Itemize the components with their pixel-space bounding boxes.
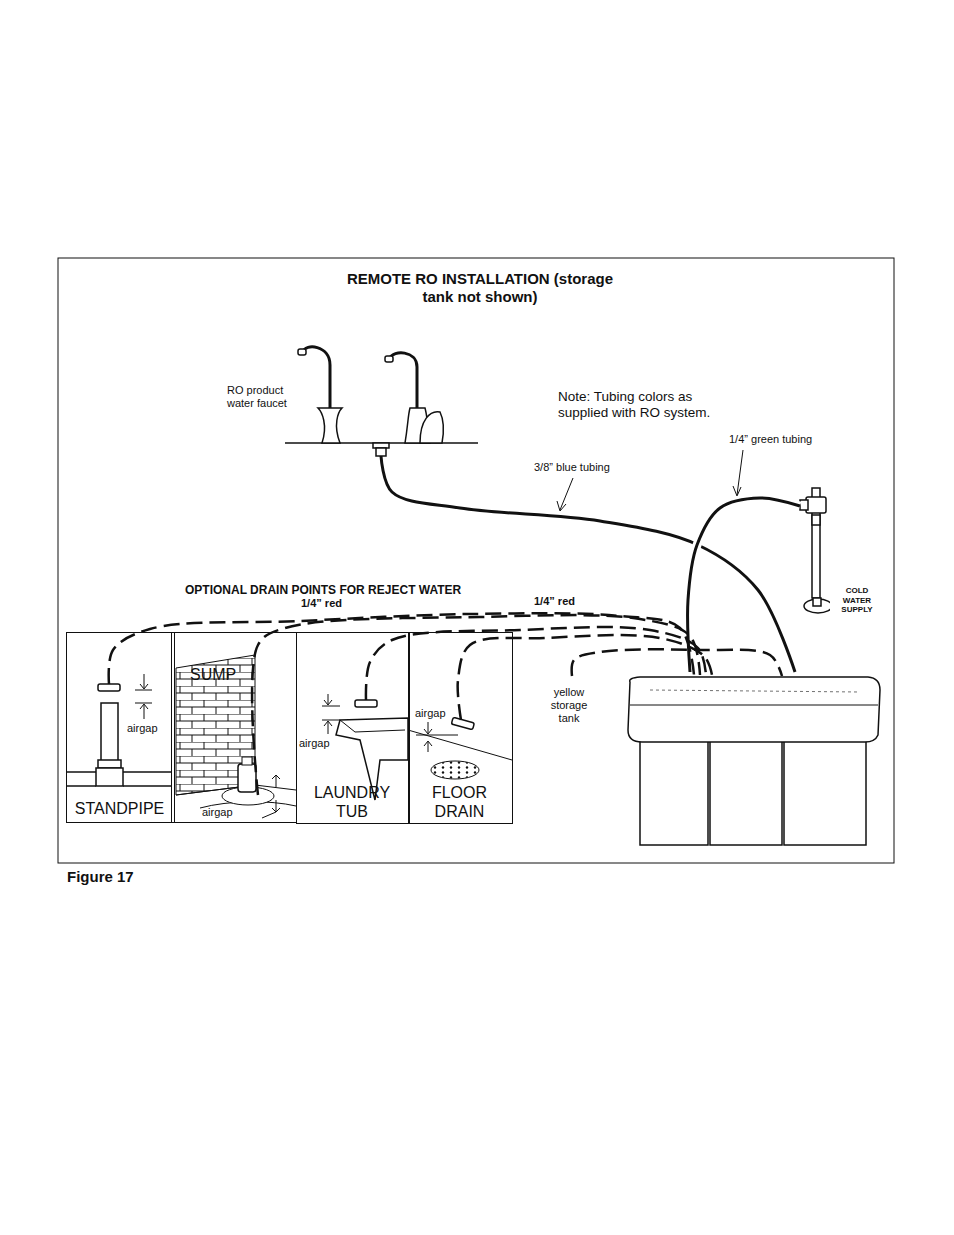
drawing-part: [650, 690, 860, 692]
drawing-part: [318, 408, 342, 443]
drawing-part: [66, 785, 96, 787]
drawing-part: [140, 674, 148, 719]
drawing-part: [123, 785, 172, 787]
drawing-part: [272, 775, 280, 812]
drawing-part: [298, 349, 306, 355]
cold-water-valve: [800, 488, 832, 613]
drain-panel: airgapSTANDPIPE: [66, 632, 175, 823]
drawing-part: [733, 450, 743, 496]
panel-title: SUMP: [190, 665, 236, 684]
note-label: Note: Tubing colors as supplied with RO …: [557, 389, 741, 421]
drawing-part: [262, 812, 276, 818]
figure-frame: [58, 258, 894, 863]
drawing-part: [101, 703, 118, 766]
tubing: [688, 498, 800, 672]
note-label: RO product water faucet: [226, 384, 308, 410]
drawing-part: [431, 761, 479, 779]
drain-tubing: [572, 649, 782, 676]
drain-tubing: [109, 613, 694, 684]
airgap-label: airgap: [299, 737, 330, 750]
leader-arrows: [557, 450, 743, 511]
note-label: 1/4” red: [300, 597, 343, 610]
drawing-part: [408, 730, 512, 760]
drawing-part: [98, 760, 121, 768]
drawing-part: [424, 722, 432, 752]
drawing-part: [812, 515, 820, 525]
note-label: 1/4” red: [533, 595, 576, 608]
drawing-part: [630, 705, 878, 706]
drawing-part: [135, 690, 152, 691]
note-label: 1/4” green tubing: [728, 433, 813, 446]
note-label: COLD WATER SUPPLY: [830, 586, 884, 615]
tubing: [381, 456, 795, 672]
drawing-part: [385, 356, 393, 362]
airgap-label: airgap: [202, 806, 233, 819]
drawing-part: [176, 655, 255, 795]
ro-unit: [628, 677, 880, 845]
drawing-part: [557, 478, 573, 511]
drawing-part: [628, 677, 880, 742]
note-label: OPTIONAL DRAIN POINTS FOR REJECT WATER: [184, 583, 462, 597]
drain-panel: SUMP airgap: [171, 632, 297, 823]
note-label: 3/8” blue tubing: [533, 461, 611, 474]
drawing-part: [804, 599, 832, 613]
drawing-part: [451, 717, 474, 729]
drawing-part: [324, 694, 332, 734]
drain-panel: airgapFLOOR DRAIN: [408, 632, 513, 824]
drain-panel: airgapLAUNDRY TUB: [296, 632, 410, 824]
drawing-part: [238, 764, 256, 792]
drawing-part: [322, 706, 340, 707]
drawing-part: [242, 757, 252, 765]
title: REMOTE RO INSTALLATION (storage tank not…: [340, 270, 620, 306]
floor-drain: [408, 717, 512, 779]
drawing-part: [390, 353, 417, 408]
drawing-part: [416, 735, 458, 736]
drawing-part: [355, 700, 377, 707]
drawing-part: [813, 598, 821, 606]
faucets: [285, 347, 478, 456]
airgap-label: airgap: [415, 707, 446, 720]
drawing-part: [710, 735, 782, 845]
drawing-part: [135, 703, 152, 704]
drawing-part: [420, 412, 443, 443]
drawing-part: [176, 785, 296, 808]
drawing-part: [123, 771, 172, 773]
drawing-part: [98, 684, 120, 691]
drawing-part: [322, 720, 340, 721]
note-label: yellow storage tank: [540, 686, 598, 726]
panel-title: STANDPIPE: [67, 799, 172, 818]
tube-gap: [688, 498, 800, 672]
drawing-part: [66, 771, 96, 773]
caption: Figure 17: [67, 868, 134, 886]
drawing-part: [784, 735, 866, 845]
drawing-part: [640, 735, 708, 845]
drawing-part: [376, 448, 386, 456]
drawing-part: [806, 497, 826, 513]
drawing-part: [340, 720, 405, 732]
panel-title: FLOOR DRAIN: [409, 783, 510, 821]
airgap-label: airgap: [127, 722, 158, 735]
panel-title: LAUNDRY TUB: [297, 783, 407, 821]
sump: [176, 655, 296, 818]
standpipe: [66, 674, 172, 786]
drawing-part: [96, 768, 123, 786]
drawing-part: [800, 500, 808, 510]
